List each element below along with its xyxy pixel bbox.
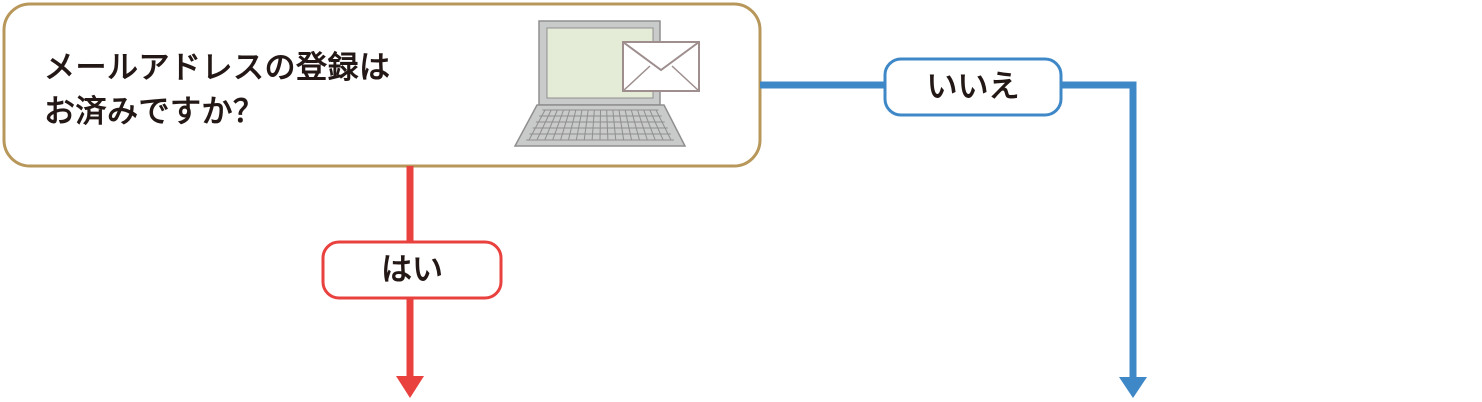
no-arrowhead [1119, 377, 1147, 398]
yes-arrowhead [396, 376, 424, 398]
laptop-with-envelope-icon [513, 20, 700, 147]
question-line-2: お済みですか？ [44, 94, 265, 130]
yes-path [321, 166, 503, 398]
no-path [760, 57, 1147, 398]
yes-label: はい [381, 252, 443, 288]
yes-label-box [321, 240, 503, 300]
no-connector-line [760, 81, 1137, 378]
envelope-icon [622, 41, 700, 92]
question-text: メールアドレスの登録は お済みですか？ [44, 46, 391, 134]
no-label-box [883, 57, 1063, 117]
no-label: いいえ [926, 69, 1020, 105]
question-line-1: メールアドレスの登録は [44, 50, 391, 86]
